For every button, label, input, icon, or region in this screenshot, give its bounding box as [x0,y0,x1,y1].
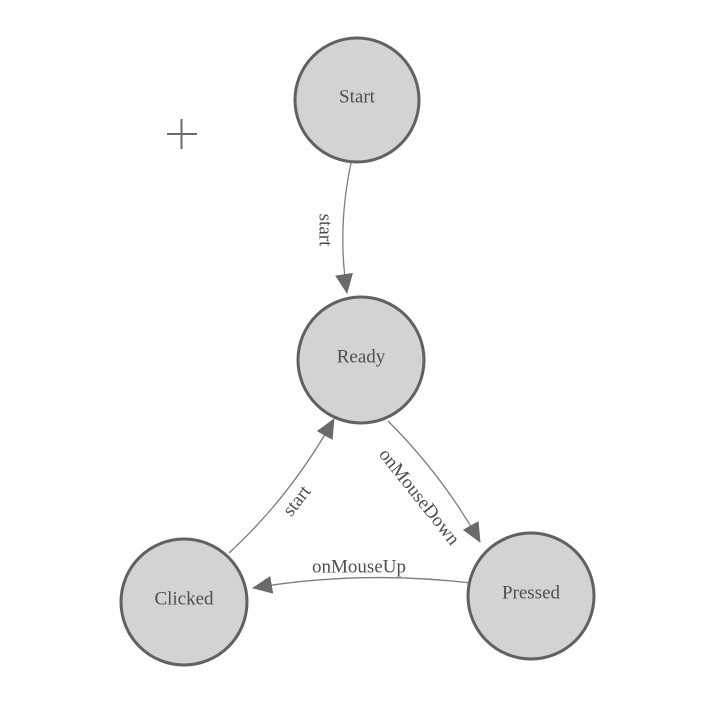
node-ready-label: Ready [337,347,386,368]
edge-clicked-to-ready: start [228,418,335,554]
edge-clicked-to-ready-label: start [279,481,316,520]
node-ready-circle[interactable] [296,295,426,425]
edge-start-to-ready-path[interactable] [335,162,353,294]
edge-pressed-to-clicked: onMouseUp [252,557,472,594]
node-start-label: Start [339,87,376,108]
edge-ready-to-pressed-label: onMouseDown [374,445,464,550]
node-start-circle[interactable] [293,36,421,164]
plus-icon[interactable] [167,119,197,149]
node-clicked-label: Clicked [154,589,214,610]
node-pressed: Pressed [466,531,596,661]
node-pressed-circle[interactable] [466,531,596,661]
node-pressed-label: Pressed [502,583,561,604]
edge-pressed-to-clicked-label: onMouseUp [312,557,406,578]
node-clicked-circle[interactable] [119,537,249,667]
edge-clicked-to-ready-path[interactable] [228,418,335,554]
edge-ready-to-pressed: onMouseDown [374,420,481,550]
edge-start-to-ready: start [315,162,353,294]
edge-start-to-ready-label: start [315,214,336,247]
node-ready: Ready [296,295,426,425]
node-start: Start [293,36,421,164]
node-clicked: Clicked [119,537,249,667]
nodes-layer: Start Ready Clicked Pressed [119,36,596,667]
edge-pressed-to-clicked-path[interactable] [252,575,472,594]
edge-ready-to-pressed-path[interactable] [387,420,481,543]
